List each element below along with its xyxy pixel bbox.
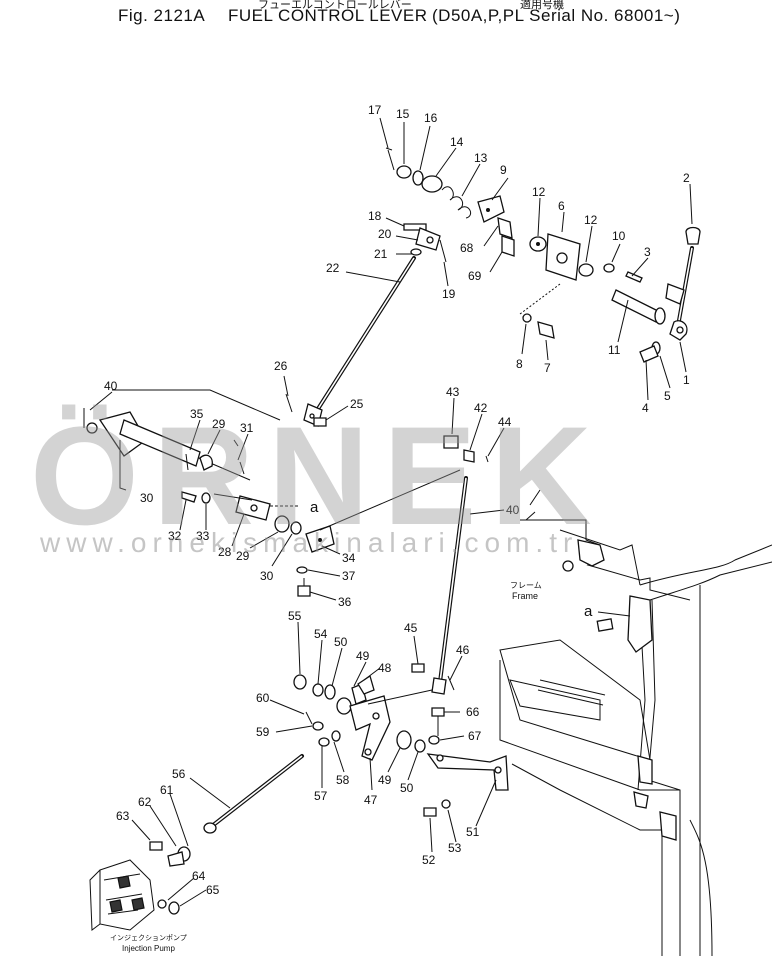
callout-32: 32 bbox=[168, 529, 182, 543]
callout-11: 11 bbox=[608, 343, 621, 357]
callout-5: 5 bbox=[664, 389, 671, 403]
callout-1: 1 bbox=[683, 373, 690, 387]
callout-18: 18 bbox=[368, 209, 382, 223]
callout-40: 40 bbox=[506, 503, 520, 517]
callout-48: 48 bbox=[378, 661, 392, 675]
callout-49a: 49 bbox=[356, 649, 370, 663]
callout-65: 65 bbox=[206, 883, 220, 897]
watermark-brand: ÖRNEK bbox=[30, 397, 606, 554]
callout-67: 67 bbox=[468, 729, 482, 743]
callout-60: 60 bbox=[256, 691, 270, 705]
callout-52: 52 bbox=[422, 853, 436, 867]
japanese-applicable-label: 適用号機 bbox=[520, 0, 564, 11]
pump-linkage bbox=[89, 754, 304, 931]
callout-63: 63 bbox=[116, 809, 130, 823]
callout-6: 6 bbox=[558, 199, 565, 213]
frame-structure bbox=[499, 489, 772, 956]
watermark-url: www.ornekismakinalari.com.tr bbox=[40, 527, 579, 558]
callout-2: 2 bbox=[683, 171, 690, 185]
callout-30a: 30 bbox=[140, 491, 154, 505]
callout-12a: 12 bbox=[532, 185, 546, 199]
callout-8: 8 bbox=[516, 357, 523, 371]
callout-33: 33 bbox=[196, 529, 210, 543]
callout-21: 21 bbox=[374, 247, 388, 261]
callout-4: 4 bbox=[642, 401, 649, 415]
frame-label: Frame bbox=[512, 591, 538, 601]
callout-29b: 29 bbox=[236, 549, 250, 563]
callout-35: 35 bbox=[190, 407, 204, 421]
callout-39: 40 bbox=[104, 379, 118, 393]
callout-43: 43 bbox=[446, 385, 460, 399]
reference-a-lower: a bbox=[584, 603, 593, 620]
callout-29a: 29 bbox=[212, 417, 226, 431]
lever-assembly bbox=[497, 217, 701, 363]
callout-19: 19 bbox=[442, 287, 456, 301]
callout-58: 58 bbox=[336, 773, 350, 787]
callout-16: 16 bbox=[424, 111, 438, 125]
callout-55: 55 bbox=[288, 609, 302, 623]
callout-numbers: 2 3 10 6 12 12 11 7 8 1 5 4 17 15 16 14 … bbox=[104, 103, 690, 897]
callout-69: 69 bbox=[468, 269, 482, 283]
callout-14: 14 bbox=[450, 135, 464, 149]
bell-crank-assembly bbox=[293, 674, 433, 761]
callout-59: 59 bbox=[256, 725, 270, 739]
leader-lines bbox=[89, 117, 693, 907]
callout-46: 46 bbox=[456, 643, 470, 657]
serial-range: (D50A,P,PL Serial No. 68001~) bbox=[432, 6, 681, 25]
left-shaft-assembly bbox=[83, 389, 300, 521]
callout-66: 66 bbox=[466, 705, 480, 719]
frame-jp-label: フレーム bbox=[510, 581, 542, 590]
callout-9: 9 bbox=[500, 163, 507, 177]
bracket-51 bbox=[423, 707, 509, 817]
callout-20: 20 bbox=[378, 227, 392, 241]
callout-44: 44 bbox=[498, 415, 512, 429]
callout-37: 37 bbox=[342, 569, 356, 583]
callout-26: 26 bbox=[274, 359, 288, 373]
callout-57: 57 bbox=[314, 789, 328, 803]
callout-47: 47 bbox=[364, 793, 378, 807]
callout-28: 28 bbox=[218, 545, 232, 559]
callout-15: 15 bbox=[396, 107, 410, 121]
figure-number: Fig. 2121A bbox=[118, 6, 206, 25]
callout-50a: 50 bbox=[334, 635, 348, 649]
callout-61: 61 bbox=[160, 783, 174, 797]
callout-56: 56 bbox=[172, 767, 186, 781]
callout-10: 10 bbox=[612, 229, 626, 243]
callout-17: 17 bbox=[368, 103, 382, 117]
callout-64: 64 bbox=[192, 869, 206, 883]
callout-22: 22 bbox=[326, 261, 340, 275]
callout-7: 7 bbox=[544, 361, 551, 375]
control-rod-22 bbox=[285, 256, 416, 427]
callout-34: 34 bbox=[342, 551, 356, 565]
callout-62: 62 bbox=[138, 795, 152, 809]
callout-42: 42 bbox=[474, 401, 488, 415]
callout-3: 3 bbox=[644, 245, 651, 259]
center-linkage bbox=[274, 435, 489, 695]
callout-49b: 49 bbox=[378, 773, 392, 787]
pump-label: Injection Pump bbox=[122, 944, 175, 953]
callout-12b: 12 bbox=[584, 213, 598, 227]
spring-assembly bbox=[385, 147, 505, 263]
callout-51: 51 bbox=[466, 825, 480, 839]
reference-a-upper: a bbox=[310, 499, 319, 516]
diagram-title: FUEL CONTROL LEVER bbox=[228, 6, 428, 25]
callout-50b: 50 bbox=[400, 781, 414, 795]
callout-54: 54 bbox=[314, 627, 328, 641]
callout-45: 45 bbox=[404, 621, 418, 635]
callout-36: 36 bbox=[338, 595, 352, 609]
callout-25: 25 bbox=[350, 397, 364, 411]
callout-30b: 30 bbox=[260, 569, 274, 583]
callout-13: 13 bbox=[474, 151, 488, 165]
japanese-title: フューエルコントロールレバー bbox=[258, 0, 412, 11]
callout-68: 68 bbox=[460, 241, 474, 255]
callout-53: 53 bbox=[448, 841, 462, 855]
callout-31: 31 bbox=[240, 421, 254, 435]
pump-jp-label: インジェクションポンプ bbox=[110, 934, 187, 942]
